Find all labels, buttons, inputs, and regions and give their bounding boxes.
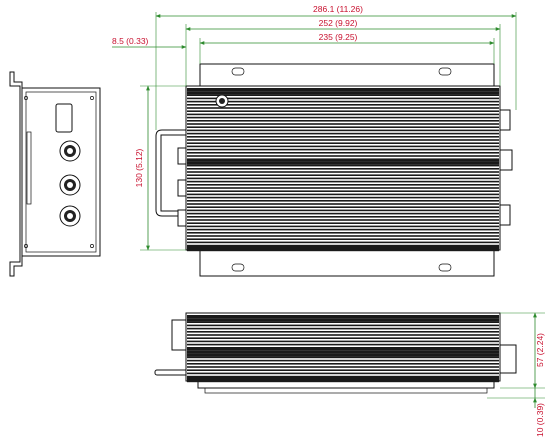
height-side-view-label: 57 (2.24): [535, 333, 545, 367]
heatsink-fin: [187, 97, 499, 100]
heatsink-fin: [187, 334, 499, 336]
dimension-labels: 286.1 (11.26) 252 (9.92) 235 (9.25) 8.5 …: [112, 4, 545, 437]
heatsink-fin: [187, 203, 499, 205]
heatsink-fin: [187, 225, 499, 228]
heatsink-fin: [187, 196, 499, 199]
heatsink-fin: [187, 126, 499, 128]
heatsink-fin: [187, 171, 499, 173]
heatsink-fin: [187, 180, 499, 183]
heatsink-fin: [187, 100, 499, 103]
heatsink-fin: [187, 324, 499, 327]
heatsink-fin: [187, 228, 499, 231]
heatsink-fin: [187, 139, 499, 141]
heatsink-fin: [187, 350, 499, 354]
heatsink-fin: [187, 347, 499, 351]
heatsink-fin: [187, 248, 499, 252]
heatsink-fin: [187, 113, 499, 116]
heatsink-fin: [187, 174, 499, 176]
offset-label: 8.5 (0.33): [112, 36, 149, 46]
heatsink-fin: [187, 340, 499, 343]
heatsink-fin: [187, 142, 499, 144]
heatsink-fin: [187, 129, 499, 132]
heatsink-fin: [187, 88, 499, 92]
heatsink-fin: [187, 343, 499, 346]
heatsink-fin: [187, 104, 499, 106]
heatsink-fin: [187, 91, 499, 95]
heatsink-fin: [187, 379, 499, 383]
heatsink-fin: [187, 116, 499, 119]
heatsink-fin: [187, 359, 499, 362]
heatsink-fin: [187, 244, 499, 248]
heatsink-fins-top: [187, 88, 499, 252]
m12-connector-1: [59, 140, 81, 162]
heatsink-fin: [187, 177, 499, 180]
heatsink-fin: [187, 356, 499, 359]
heatsink-fin: [187, 209, 499, 212]
heatsink-fin: [187, 193, 499, 196]
heatsink-fin: [187, 168, 499, 170]
heatsink-fin: [187, 152, 499, 154]
mount-width-label: 235 (9.25): [319, 32, 358, 42]
heatsink-fin: [187, 190, 499, 192]
heatsink-fin: [187, 136, 499, 138]
heatsink-fin: [187, 232, 499, 234]
heatsink-fin: [187, 366, 499, 368]
heatsink-fin: [187, 327, 499, 330]
heatsink-fin: [187, 337, 499, 339]
m12-connector-3: [59, 205, 81, 227]
heatsink-fin: [187, 241, 499, 244]
heatsink-fin: [187, 372, 499, 375]
heatsink-fin: [187, 321, 499, 323]
side-view: [154, 312, 517, 394]
heatsink-fin: [187, 219, 499, 221]
heatsink-fin: [187, 120, 499, 122]
heatsink-fin: [187, 145, 499, 148]
heatsink-fin: [187, 148, 499, 151]
height-top-view-label: 130 (5.12): [134, 148, 144, 187]
heatsink-fin: [187, 331, 499, 333]
heatsink-fin: [187, 161, 499, 165]
heatsink-fin: [187, 363, 499, 365]
heatsink-fin: [187, 235, 499, 237]
top-view: [155, 63, 513, 277]
heatsink-fin: [187, 315, 499, 319]
heatsink-fin: [187, 200, 499, 202]
m12-connector-2: [59, 174, 81, 196]
heatsink-fin: [187, 123, 499, 125]
status-led: [215, 94, 229, 108]
heatsink-fin: [187, 216, 499, 218]
body-width-label: 252 (9.92): [319, 18, 358, 28]
heatsink-fin: [187, 222, 499, 224]
heatsink-fin: [187, 107, 499, 109]
heatsink-fin: [187, 164, 499, 167]
heatsink-fin: [187, 187, 499, 189]
base-thickness-label: 10 (0.39): [535, 403, 545, 437]
heatsink-fin: [187, 132, 499, 135]
end-view: [9, 71, 101, 277]
heatsink-fin: [187, 110, 499, 112]
heatsink-fin: [187, 158, 499, 162]
heatsink-fin: [187, 155, 499, 157]
dimension-lines: [112, 12, 545, 408]
heatsink-fin: [187, 184, 499, 186]
heatsink-fin: [187, 375, 499, 379]
heatsink-fin: [187, 94, 499, 96]
overall-width-label: 286.1 (11.26): [313, 4, 363, 14]
ethernet-port: [55, 103, 73, 133]
heatsink-fin: [187, 212, 499, 215]
heatsink-fin: [187, 238, 499, 240]
heatsink-fin: [187, 206, 499, 208]
heatsink-fins-side: [187, 315, 499, 383]
heatsink-fin: [187, 369, 499, 371]
heatsink-fin: [187, 353, 499, 357]
heatsink-fin: [187, 318, 499, 322]
